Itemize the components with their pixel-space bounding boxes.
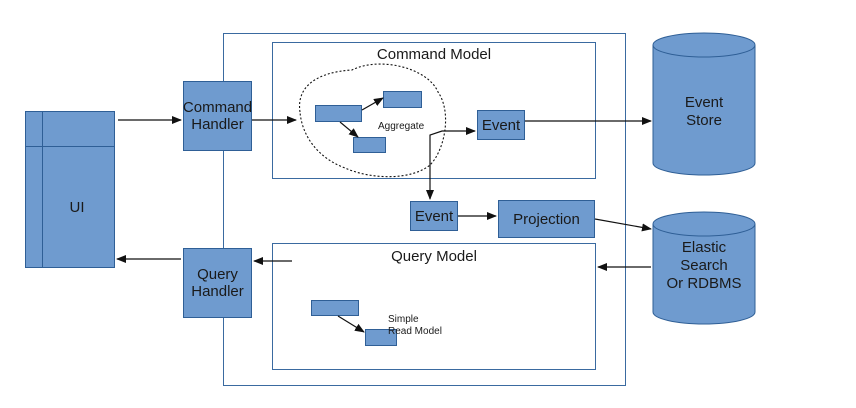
read-model-node-1 [311, 300, 359, 316]
ui-box-inner-line-horizontal [25, 146, 115, 147]
query-handler-box: Query Handler [183, 248, 252, 318]
event-store-cylinder [652, 32, 756, 176]
command-handler-line2: Handler [191, 116, 244, 133]
ui-label: UI [69, 199, 85, 216]
ui-box-inner-line-vertical [42, 111, 43, 268]
arrow-aggregate-node1-to-node3 [339, 121, 359, 138]
elastic-line1: Elastic [681, 239, 727, 256]
event-box-upper: Event [477, 110, 525, 140]
projection-box: Projection [498, 200, 595, 238]
command-model-title: Command Model [376, 46, 492, 63]
event-store-label: Event Store [653, 94, 755, 130]
command-handler-box: Command Handler [183, 81, 252, 151]
aggregate-node-1 [315, 105, 362, 122]
query-handler-line2: Handler [191, 283, 244, 300]
elastic-line3: Or RDBMS [666, 275, 742, 292]
ui-box [25, 111, 115, 268]
command-handler-line1: Command [182, 99, 253, 116]
elastic-cylinder [652, 211, 756, 325]
simple-read-model-label: Simple Read Model [388, 314, 442, 338]
read-model-node-2 [365, 329, 397, 346]
simple-read-model-line2: Read Model [388, 326, 442, 337]
aggregate-label: Aggregate [378, 121, 425, 132]
query-handler-line1: Query [197, 266, 238, 283]
elastic-label: Elastic Search Or RDBMS [653, 239, 755, 293]
arrow-aggregate-to-event [429, 127, 476, 170]
arrow-projection-to-elastic [594, 218, 652, 232]
event-box-lower: Event [410, 201, 458, 231]
event-store-line1: Event [684, 94, 724, 111]
event-store-line2: Store [686, 112, 722, 129]
arrow-read-model-node1-to-node2 [337, 315, 365, 333]
arrow-aggregate-node1-to-node2 [361, 97, 384, 111]
aggregate-node-3 [353, 137, 386, 153]
elastic-line2: Search [680, 257, 728, 274]
query-model-title: Query Model [391, 248, 477, 265]
aggregate-boundary [299, 63, 447, 178]
simple-read-model-line1: Simple [388, 314, 419, 325]
system-boundary [223, 33, 626, 386]
